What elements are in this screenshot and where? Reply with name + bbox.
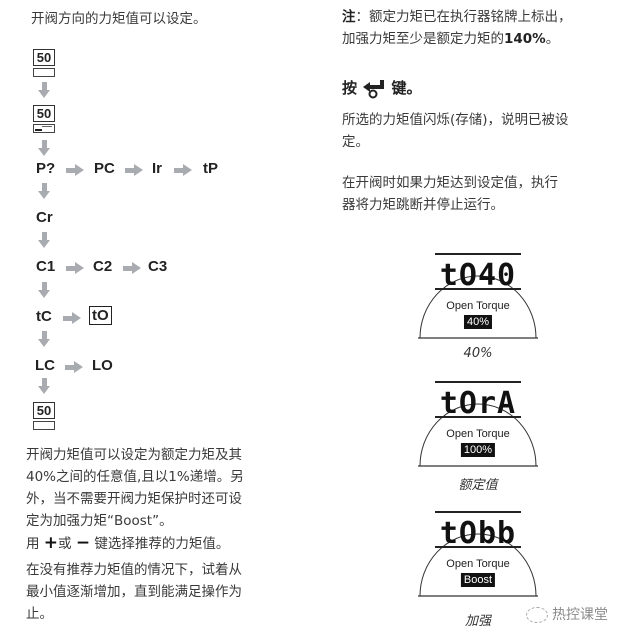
arrow-right-icon — [66, 262, 84, 274]
text: ：额定力矩已在执行器铭牌上标出， — [355, 9, 572, 25]
display-box-torque: 50 — [33, 105, 55, 133]
text: 按 — [342, 79, 358, 97]
arrow-right-icon — [123, 262, 141, 274]
arrow-right-icon — [174, 164, 192, 176]
wechat-icon — [526, 607, 548, 623]
box-bar — [33, 421, 55, 430]
text-line: 器将力矩跳断并停止运行。 — [342, 197, 504, 213]
text-line: 外，当不需要开阀力矩保护时还可设 — [26, 491, 242, 507]
display-label: Open Torque — [446, 428, 510, 440]
svg-text:tObb: tObb — [440, 516, 516, 551]
box-value: 50 — [33, 402, 55, 419]
intro-text: 开阀方向的力矩值可以设定。 — [31, 11, 207, 27]
arrow-down-icon — [38, 82, 50, 98]
torque-bar — [33, 124, 55, 133]
display-box-start: 50 — [33, 49, 55, 77]
text-line: 开阀力矩值可以设定为额定力矩及其 — [26, 447, 242, 463]
enter-key-icon — [362, 79, 386, 99]
text-line: 所选的力矩值闪烁(存储)，说明已被设 — [342, 112, 569, 128]
text: 用 — [26, 536, 40, 552]
display-caption: 加强 — [464, 614, 491, 629]
flow-item-to-selected: tO — [89, 306, 112, 325]
text-line: 止。 — [26, 606, 53, 622]
minus-icon: − — [75, 533, 91, 553]
display-label: Open Torque — [446, 300, 510, 312]
text-line: 定。 — [342, 134, 369, 150]
watermark-text: 热控课堂 — [552, 607, 608, 623]
range-paragraph: 开阀力矩值可以设定为额定力矩及其 40%之间的任意值,且以1%递增。另 外，当不… — [26, 444, 244, 625]
text-line: 定为加强力矩“Boost”。 — [26, 513, 173, 529]
lcd-display-rated: tOrA Open Torque 100% — [418, 376, 538, 472]
display-caption: 额定值 — [458, 478, 498, 493]
flow-item-lc: LC — [35, 357, 55, 374]
arrow-down-icon — [38, 183, 50, 199]
flow-item-ir: Ir — [152, 160, 163, 177]
text: 加强力矩至少是额定力矩的 — [342, 31, 504, 47]
percent-value: 140% — [504, 31, 546, 47]
arrow-down-icon — [38, 282, 50, 298]
display-value: 100% — [460, 443, 496, 457]
flow-item-pc: PC — [94, 160, 115, 177]
flow-item-c3: C3 — [148, 258, 168, 275]
display-value: Boost — [460, 573, 496, 587]
display-caption: 40% — [463, 346, 493, 361]
note-label: 注 — [342, 9, 356, 25]
box-value: 50 — [33, 105, 55, 122]
arrow-down-icon — [38, 331, 50, 347]
text: 。 — [545, 31, 560, 47]
flow-item-c2: C2 — [93, 258, 113, 275]
arrow-right-icon — [63, 312, 81, 324]
trip-paragraph: 在开阀时如果力矩达到设定值，执行 器将力矩跳断并停止运行。 — [342, 172, 558, 216]
arrow-right-icon — [125, 164, 143, 176]
plus-icon: + — [43, 533, 59, 553]
text-line: 在开阀时如果力矩达到设定值，执行 — [342, 175, 558, 191]
box-value: 50 — [33, 49, 55, 66]
arrow-right-icon — [65, 361, 83, 373]
display-value: 40% — [463, 315, 493, 329]
watermark: 热控课堂 — [526, 604, 608, 624]
text: 或 — [58, 536, 72, 552]
text: 键。 — [391, 79, 422, 97]
text-line: 在没有推荐力矩值的情况下，试着从 — [26, 562, 242, 578]
flow-item-tp: tP — [203, 160, 218, 177]
display-label: Open Torque — [446, 558, 510, 570]
flow-item-cr: Cr — [36, 209, 53, 226]
arrow-down-icon — [38, 378, 50, 394]
note-paragraph: 注：额定力矩已在执行器铭牌上标出， 加强力矩至少是额定力矩的140%。 — [342, 6, 572, 50]
text-line: 40%之间的任意值,且以1%递增。另 — [26, 469, 244, 485]
flow-item-p: P? — [36, 160, 56, 177]
flow-item-tc: tC — [36, 308, 52, 325]
svg-text:tO40: tO40 — [440, 258, 516, 293]
text-line: 最小值逐渐增加，直到能满足操作为 — [26, 584, 242, 600]
stored-paragraph: 所选的力矩值闪烁(存储)，说明已被设 定。 — [342, 109, 569, 153]
flow-item-lo: LO — [92, 357, 113, 374]
display-box-end: 50 — [33, 402, 55, 430]
flow-item-c1: C1 — [36, 258, 56, 275]
svg-text:tOrA: tOrA — [440, 386, 516, 421]
arrow-right-icon — [66, 164, 84, 176]
arrow-down-icon — [38, 232, 50, 248]
press-enter-instruction: 按 键。 — [342, 76, 422, 100]
select-instruction: 用 +或 − 键选择推荐的力矩值。 — [26, 532, 244, 555]
text: 键选择推荐的力矩值。 — [94, 536, 230, 552]
lcd-display-40: tO40 Open Torque 40% — [418, 248, 538, 344]
arrow-down-icon — [38, 140, 50, 156]
box-bar — [33, 68, 55, 77]
lcd-display-boost: tObb Open Torque Boost — [418, 506, 538, 602]
